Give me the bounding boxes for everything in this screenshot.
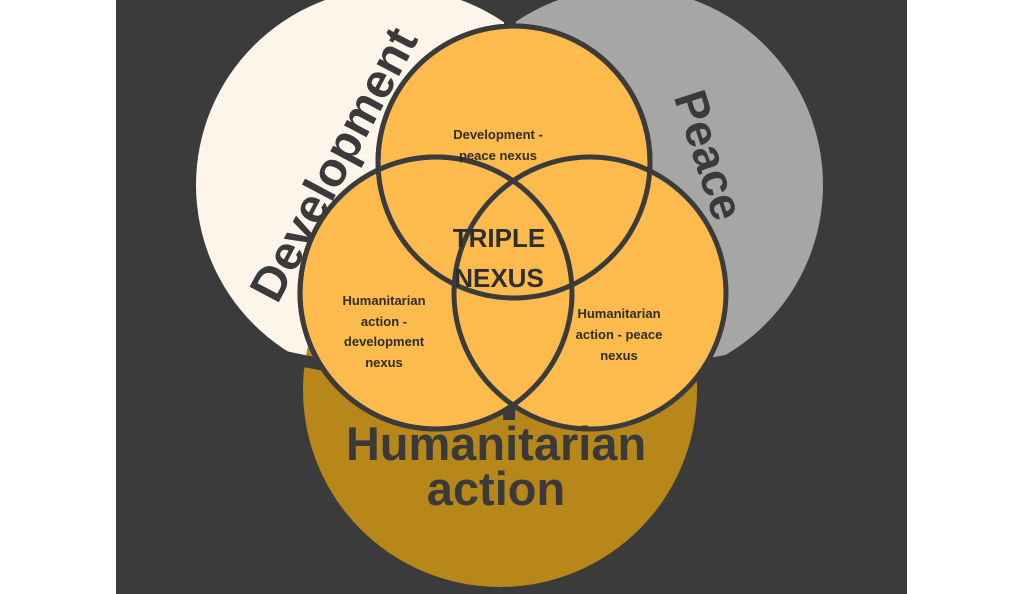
triple-nexus-line2: NEXUS	[454, 263, 544, 293]
hum-peace-nexus-line2: action - peace	[576, 327, 663, 342]
triple-nexus-venn-diagram: Development Peace Humanitarian action TR…	[116, 0, 907, 594]
nexus-top-outline	[375, 23, 653, 301]
humanitarian-label-line2: action	[427, 462, 565, 515]
hum-peace-nexus-line1: Humanitarian	[577, 306, 660, 321]
humanitarian-label-line1: Humanitarian	[346, 417, 646, 470]
nexus-right-circle	[451, 154, 729, 432]
hum-dev-nexus-line1: Humanitarian	[342, 293, 425, 308]
triple-nexus-line1: TRIPLE	[453, 223, 545, 253]
hum-dev-nexus-line3: development	[344, 334, 425, 349]
hum-dev-nexus-line4: nexus	[365, 355, 403, 370]
dev-peace-nexus-line2: peace nexus	[459, 148, 537, 163]
dev-peace-nexus-line1: Development -	[453, 127, 543, 142]
hum-dev-nexus-line2: action -	[361, 314, 407, 329]
hum-peace-nexus-line3: nexus	[600, 348, 638, 363]
diagram-board: Development Peace Humanitarian action TR…	[116, 0, 907, 594]
nexus-left-outline	[297, 154, 575, 432]
